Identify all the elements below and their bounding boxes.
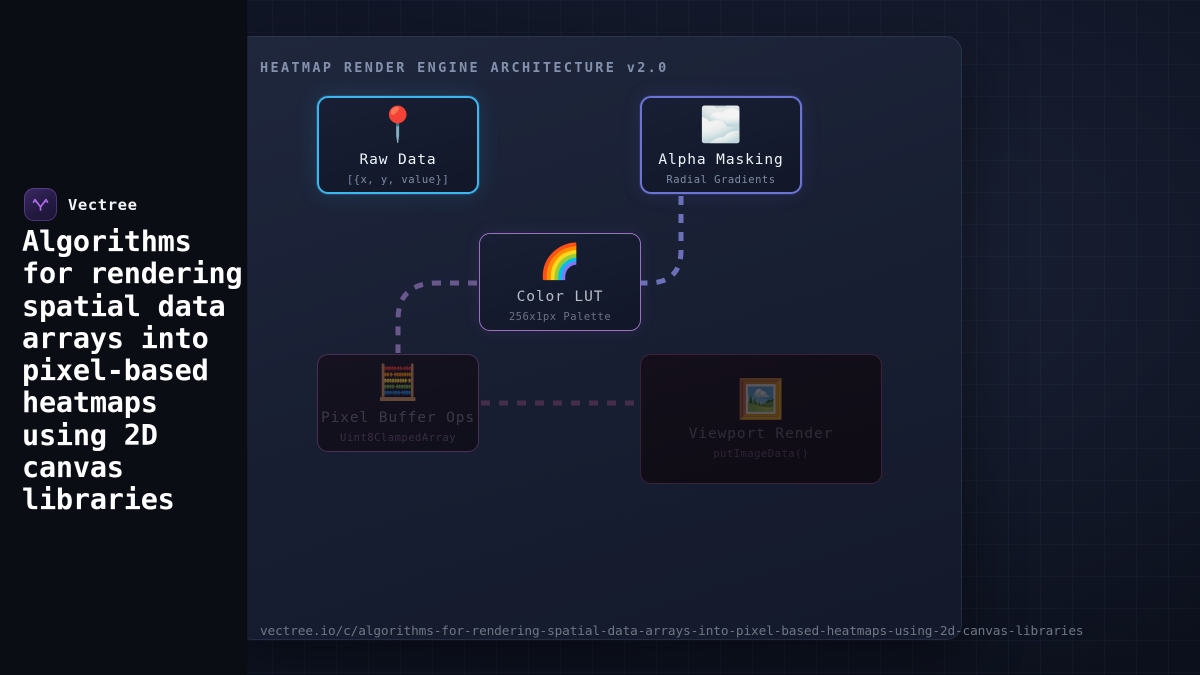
node-subtitle: putImageData(): [713, 448, 809, 460]
vectree-branch-logo-icon: [24, 188, 57, 221]
node-raw-data[interactable]: 📍 Raw Data [{x, y, value}]: [317, 96, 479, 194]
round-pushpin-icon: 📍: [376, 105, 420, 145]
node-subtitle: Radial Gradients: [666, 174, 776, 186]
fog-cloud-icon: 🌫️: [699, 105, 743, 145]
abacus-icon: 🧮: [376, 363, 420, 403]
node-title: Pixel Buffer Ops: [320, 410, 476, 426]
node-color-lut[interactable]: 🌈 Color LUT 256x1px Palette: [479, 233, 641, 331]
brand-name: Vectree: [68, 195, 138, 214]
node-pixel-buffer-ops[interactable]: 🧮 Pixel Buffer Ops Uint8ClampedArray: [317, 354, 479, 452]
framed-picture-icon: 🖼️: [737, 377, 785, 421]
panel-title: HEATMAP RENDER ENGINE ARCHITECTURE v2.0: [260, 60, 669, 76]
page-title: Algorithms for rendering spatial data ar…: [22, 225, 260, 517]
left-text-panel: [0, 0, 247, 675]
node-title: Viewport Render: [688, 426, 834, 442]
node-viewport-render[interactable]: 🖼️ Viewport Render putImageData(): [640, 354, 882, 484]
node-alpha-masking[interactable]: 🌫️ Alpha Masking Radial Gradients: [640, 96, 802, 194]
node-title: Raw Data: [359, 152, 437, 168]
brand: Vectree: [24, 188, 138, 221]
node-subtitle: Uint8ClampedArray: [340, 432, 456, 444]
node-title: Color LUT: [516, 289, 604, 305]
footer-url: vectree.io/c/algorithms-for-rendering-sp…: [260, 624, 1084, 639]
node-subtitle: 256x1px Palette: [508, 311, 612, 323]
node-title: Alpha Masking: [658, 152, 784, 168]
left-panel-edge: [246, 0, 248, 675]
node-subtitle: [{x, y, value}]: [346, 174, 450, 186]
rainbow-icon: 🌈: [538, 242, 582, 282]
